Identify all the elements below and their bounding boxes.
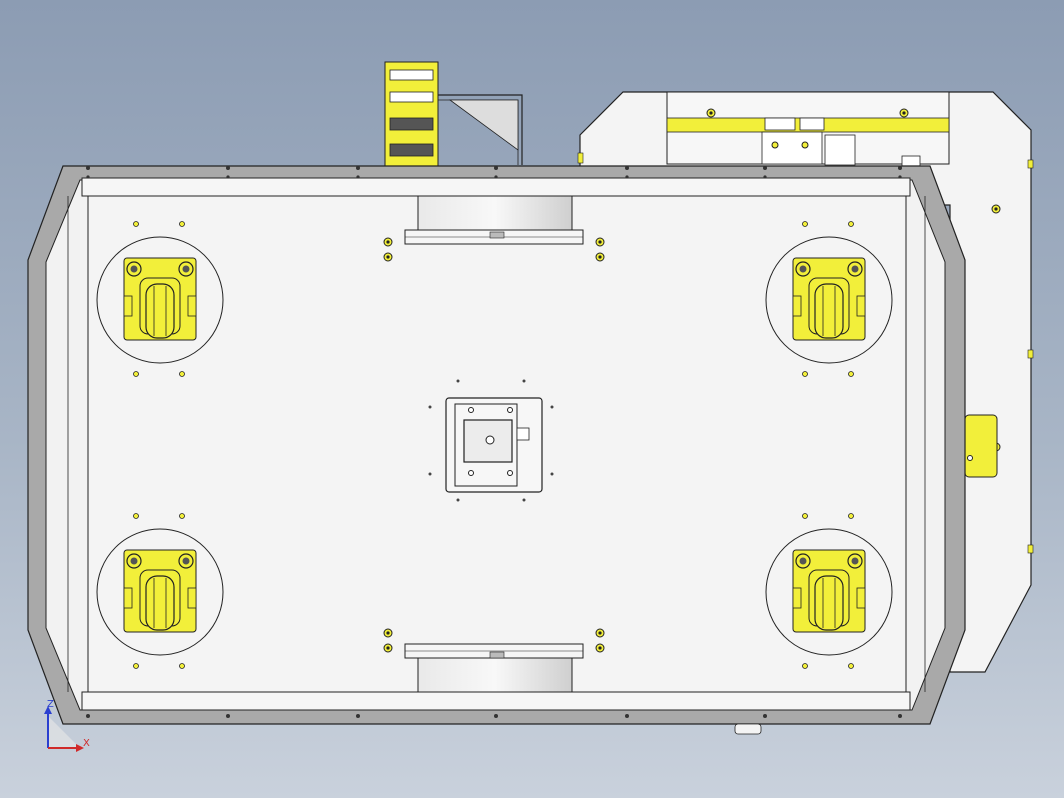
axis-z-label: Z bbox=[47, 699, 54, 710]
axis-x-label: X bbox=[83, 738, 90, 749]
drag-chain[interactable] bbox=[384, 61, 523, 167]
drive-wheel-top[interactable] bbox=[404, 195, 584, 245]
electronics-bay[interactable] bbox=[577, 91, 1034, 673]
axis-triad: Z X bbox=[44, 699, 90, 752]
center-mount[interactable] bbox=[428, 379, 554, 502]
drive-wheel-bottom[interactable] bbox=[404, 643, 584, 693]
base-frame[interactable] bbox=[27, 165, 966, 735]
